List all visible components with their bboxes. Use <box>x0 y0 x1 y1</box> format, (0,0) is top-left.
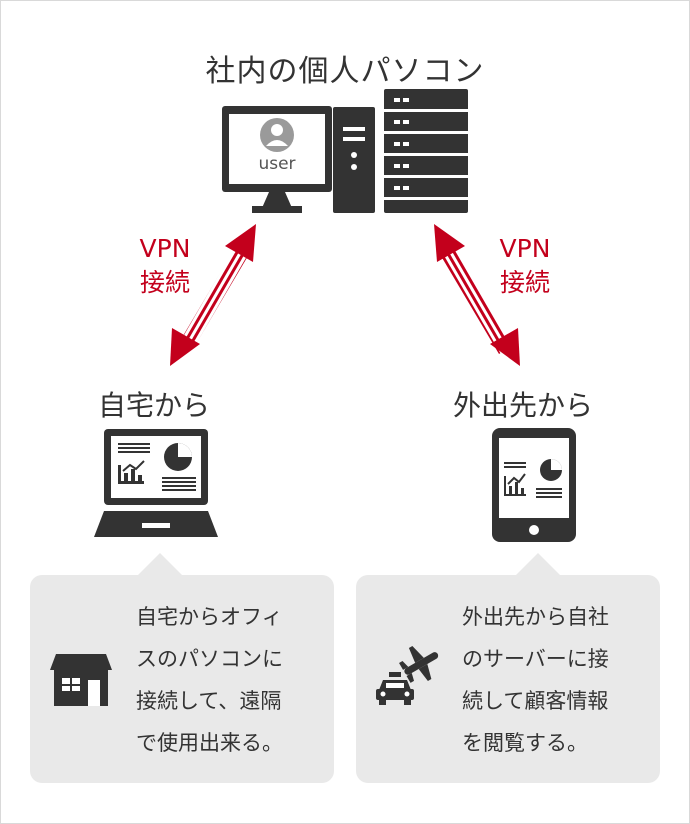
server-rack-icon <box>384 89 468 213</box>
home-text-line-4: で使用出来る。 <box>136 731 283 755</box>
diagram-title: 社内の個人パソコン <box>205 54 485 89</box>
vpn-label-left: VPN 接続 <box>130 232 200 300</box>
outside-text-line-4: を閲覧する。 <box>462 731 588 755</box>
vpn-label-right: VPN 接続 <box>490 232 560 300</box>
taxi-icon <box>376 672 414 705</box>
vpn-label-right-line2: 接続 <box>499 268 550 297</box>
vpn-arrow-right <box>434 224 520 366</box>
home-description: 自宅からオフィ スのパソコンに 接続して、遠隔 で使用出来る。 <box>136 596 283 764</box>
user-avatar-icon <box>260 118 294 152</box>
outside-label: 外出先から <box>453 389 594 422</box>
outside-text-line-2: のサーバーに接 <box>462 647 609 671</box>
outside-bubble <box>356 553 660 783</box>
vpn-label-left-line1: VPN <box>139 234 191 263</box>
home-text-line-2: スのパソコンに <box>136 647 283 671</box>
airplane-icon <box>399 646 439 683</box>
laptop-icon <box>94 429 218 537</box>
outside-text-line-3: 続して顧客情報 <box>462 689 609 713</box>
vpn-arrow-left <box>170 224 256 366</box>
vpn-label-right-line1: VPN <box>499 234 551 263</box>
outside-description: 外出先から自社 のサーバーに接 続して顧客情報 を閲覧する。 <box>462 596 609 764</box>
user-label: user <box>258 154 296 174</box>
home-text-line-3: 接続して、遠隔 <box>136 689 282 713</box>
home-label: 自宅から <box>98 389 211 422</box>
house-icon <box>50 654 112 706</box>
tablet-icon <box>492 428 576 542</box>
vpn-label-left-line2: 接続 <box>139 268 190 297</box>
tower-icon <box>333 107 375 213</box>
home-text-line-1: 自宅からオフィ <box>136 605 283 629</box>
outside-text-line-1: 外出先から自社 <box>462 605 609 629</box>
